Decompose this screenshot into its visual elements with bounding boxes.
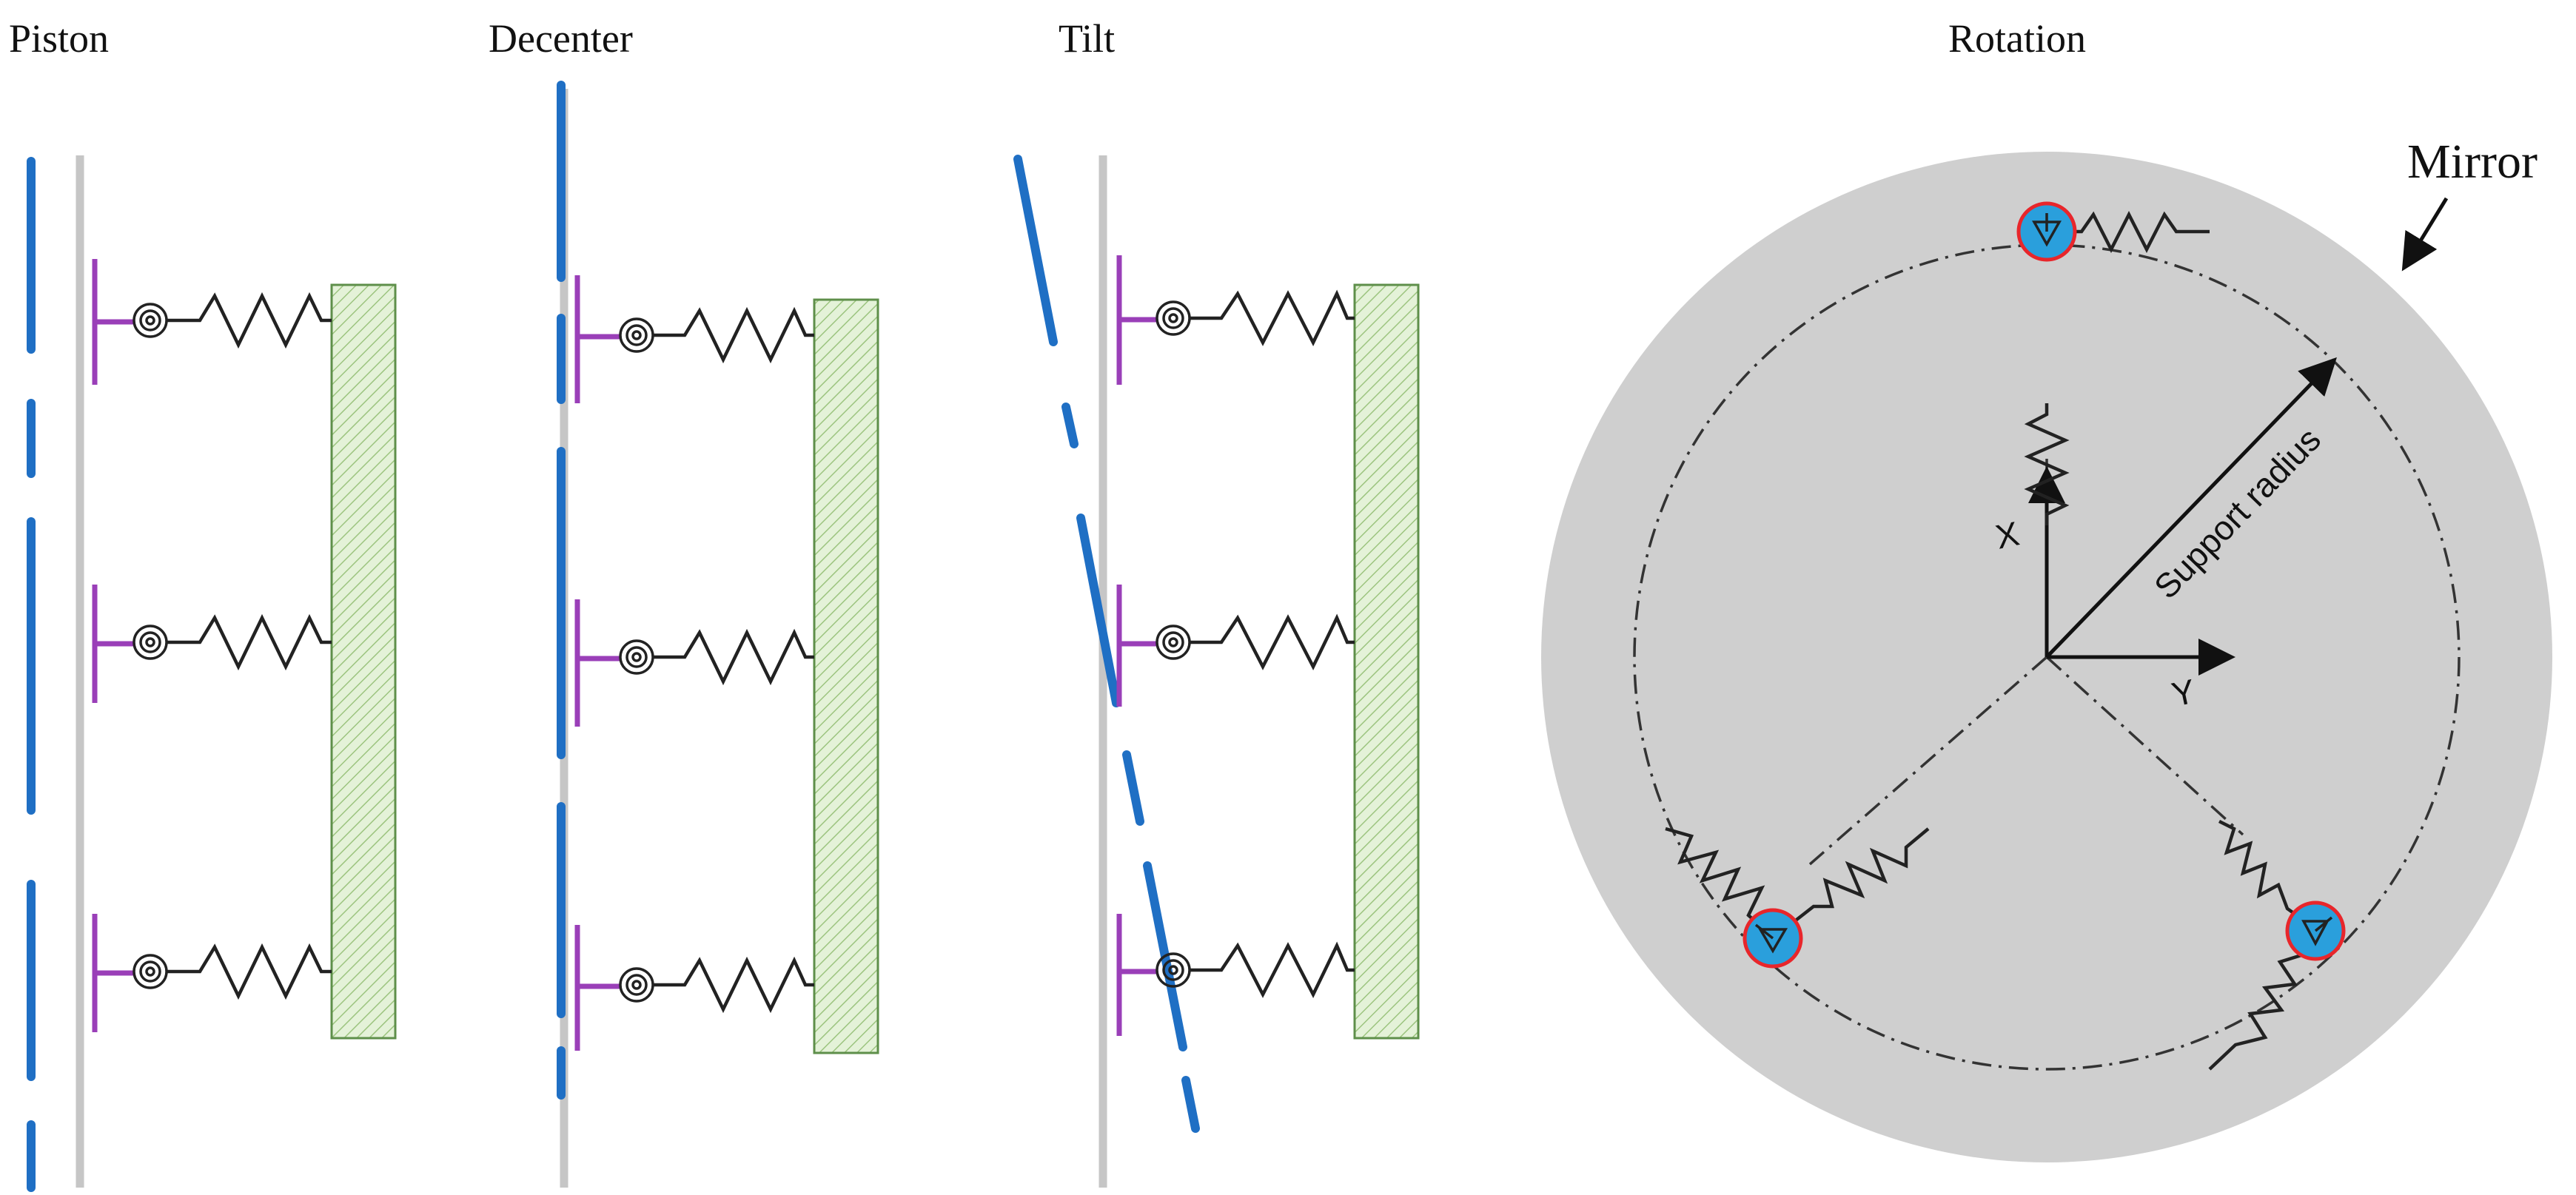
tangential-spring <box>2208 931 2317 1071</box>
mount-pad <box>92 259 133 385</box>
hinge-coil <box>133 303 168 338</box>
hinge-coil <box>133 954 168 989</box>
spring <box>653 956 814 1014</box>
spring <box>167 943 332 1000</box>
spring <box>1190 941 1355 999</box>
hinge-coil <box>619 317 654 353</box>
mount-pad <box>1116 585 1156 707</box>
hinge-coil <box>1155 625 1191 660</box>
tilt-panel: Tilt <box>1013 16 1420 1188</box>
hinge-coil <box>619 639 654 675</box>
tangential-spring <box>1665 827 1771 935</box>
rotation-title: Rotation <box>1948 16 2086 61</box>
mirror-pointer-arrow <box>2401 197 2449 272</box>
piston-title: Piston <box>9 16 109 61</box>
support-unit <box>1116 914 1355 1036</box>
support-unit <box>92 259 332 385</box>
spoke <box>1808 656 2048 866</box>
mount-pad <box>92 914 133 1032</box>
spring <box>1190 289 1355 347</box>
base-plate <box>813 298 879 1054</box>
hinge-coil <box>619 967 654 1003</box>
support-unit <box>574 599 814 727</box>
support-unit <box>1116 255 1355 385</box>
flexure-glyph <box>2031 213 2062 247</box>
support-unit <box>92 585 332 703</box>
support-unit <box>92 914 332 1032</box>
support-units <box>574 275 814 1051</box>
support-point-bottom-right <box>2208 819 2346 1071</box>
support-point-bottom-left <box>1665 827 1930 969</box>
radial-spring <box>2024 403 2070 525</box>
mount-pad <box>1116 914 1156 1036</box>
radial-spring <box>1771 827 1930 940</box>
mount-pad <box>574 925 620 1051</box>
mount-pad <box>574 275 620 403</box>
hinge-coil <box>1155 300 1191 336</box>
spring <box>1190 613 1355 671</box>
mount-pad <box>574 599 620 727</box>
hinge-coil <box>133 625 168 660</box>
support-radius-arrow <box>2045 357 2337 659</box>
spoke <box>2045 656 2244 836</box>
flexure-glyph <box>1754 923 1788 954</box>
mount-pad <box>1116 255 1156 385</box>
spring <box>167 613 332 671</box>
support-unit <box>574 275 814 403</box>
support-unit <box>574 925 814 1051</box>
spring <box>653 306 814 364</box>
decenter-title: Decenter <box>489 16 633 61</box>
piston-panel: Piston <box>9 16 397 1192</box>
tangential-spring <box>2073 211 2210 253</box>
radial-spring <box>2218 819 2317 930</box>
flexure-glyph <box>2301 916 2333 946</box>
decenter-panel: Decenter <box>489 16 879 1188</box>
support-units <box>1116 255 1355 1036</box>
support-units <box>92 259 332 1032</box>
base-plate <box>1353 283 1420 1040</box>
support-point-top <box>2016 201 2210 525</box>
support-unit <box>1116 585 1355 707</box>
spring <box>653 628 814 686</box>
rotation-panel: Rotation Mirror Support radius X Y <box>1541 16 2552 1162</box>
mirror-label: Mirror <box>2407 135 2538 189</box>
spring <box>167 292 332 349</box>
base-plate <box>330 283 397 1040</box>
tilt-title: Tilt <box>1059 16 1115 61</box>
mount-pad <box>92 585 133 703</box>
